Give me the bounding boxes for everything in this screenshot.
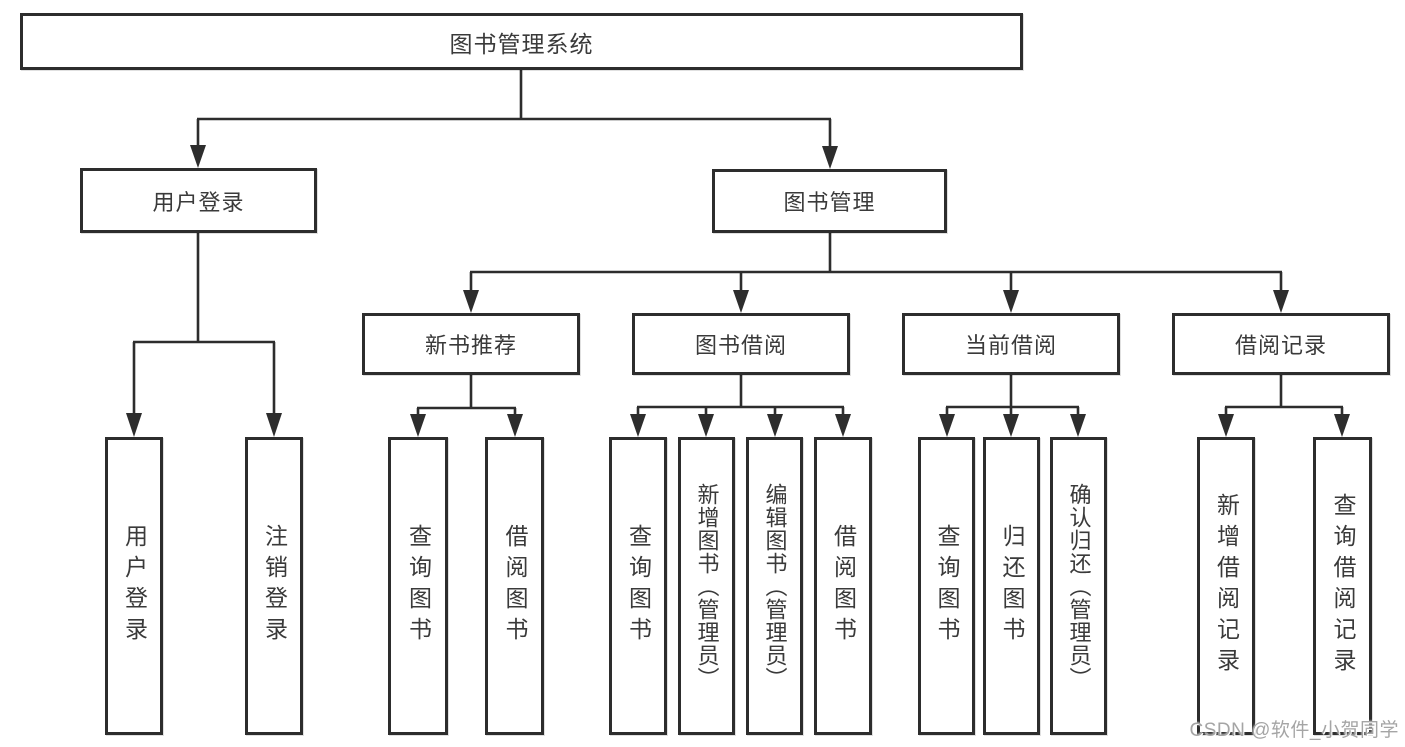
arrowheads-user-login-leaves bbox=[126, 413, 282, 437]
node-book-borrow-label: 图书借阅 bbox=[694, 333, 787, 358]
node-book-management-label: 图书管理 bbox=[783, 190, 876, 215]
connector-user-login-to-leaves bbox=[132, 233, 276, 418]
connector-root-to-level2 bbox=[196, 70, 832, 151]
leaf-query-borrow-record: 查询借阅记录 bbox=[1313, 437, 1372, 735]
leaf-query-books-current: 查询图书 bbox=[918, 437, 975, 735]
csdn-watermark: CSDN @软件_小贺同学 bbox=[1189, 720, 1399, 741]
node-new-book-recommend-label: 新书推荐 bbox=[424, 333, 517, 358]
leaf-return-books: 归还图书 bbox=[983, 437, 1040, 735]
leaf-add-borrow-record-label: 新增借阅记录 bbox=[1213, 493, 1240, 679]
arrowheads-borrow-records-leaves bbox=[1218, 414, 1350, 437]
leaf-logout: 注销登录 bbox=[245, 437, 303, 735]
node-new-book-recommend: 新书推荐 bbox=[362, 313, 580, 375]
node-current-borrow-label: 当前借阅 bbox=[964, 333, 1057, 358]
leaf-add-borrow-record: 新增借阅记录 bbox=[1197, 437, 1255, 735]
leaf-borrow-books: 借阅图书 bbox=[814, 437, 872, 735]
leaf-query-borrow-record-label: 查询借阅记录 bbox=[1330, 493, 1356, 679]
node-borrow-records-label: 借阅记录 bbox=[1234, 333, 1327, 358]
node-book-management: 图书管理 bbox=[712, 169, 947, 233]
arrowheads-current-borrow-leaves bbox=[939, 414, 1086, 437]
leaf-confirm-return-admin-label: 确认归还（管理员） bbox=[1066, 482, 1092, 690]
arrowheads-level2 bbox=[190, 145, 838, 169]
connector-new-book-to-leaves bbox=[416, 375, 517, 420]
leaf-edit-books-admin: 编辑图书（管理员） bbox=[746, 437, 803, 735]
node-book-borrow: 图书借阅 bbox=[632, 313, 850, 375]
connector-current-borrow-to-leaves bbox=[945, 375, 1080, 420]
node-borrow-records: 借阅记录 bbox=[1172, 313, 1390, 375]
arrowheads-new-book-leaves bbox=[410, 414, 523, 437]
leaf-return-books-label: 归还图书 bbox=[999, 524, 1025, 648]
leaf-add-books-admin: 新增图书（管理员） bbox=[678, 437, 735, 735]
leaf-logout-label: 注销登录 bbox=[261, 524, 288, 648]
node-root-system: 图书管理系统 bbox=[20, 13, 1023, 70]
connector-borrow-records-to-leaves bbox=[1224, 375, 1344, 420]
leaf-query-books-borrow: 查询图书 bbox=[609, 437, 667, 735]
arrowheads-level3 bbox=[463, 290, 1289, 313]
leaf-add-books-admin-label: 新增图书（管理员） bbox=[694, 482, 720, 690]
node-current-borrow: 当前借阅 bbox=[902, 313, 1120, 375]
node-user-login-label: 用户登录 bbox=[152, 189, 245, 215]
leaf-query-books-current-label: 查询图书 bbox=[934, 524, 960, 648]
leaf-edit-books-admin-label: 编辑图书（管理员） bbox=[762, 482, 788, 690]
leaf-query-books-recommend-label: 查询图书 bbox=[405, 524, 432, 648]
leaf-user-login-label: 用户登录 bbox=[121, 524, 148, 648]
node-root-label: 图书管理系统 bbox=[449, 30, 594, 57]
arrowheads-book-borrow-leaves bbox=[630, 414, 851, 437]
leaf-borrow-books-recommend-label: 借阅图书 bbox=[502, 524, 528, 648]
leaf-borrow-books-recommend: 借阅图书 bbox=[485, 437, 544, 735]
leaf-borrow-books-label: 借阅图书 bbox=[830, 524, 857, 648]
connector-book-borrow-to-leaves bbox=[636, 375, 845, 420]
leaf-confirm-return-admin: 确认归还（管理员） bbox=[1050, 437, 1107, 735]
connector-book-management-to-level3 bbox=[469, 233, 1283, 294]
leaf-user-login: 用户登录 bbox=[105, 437, 163, 735]
leaf-query-books-recommend: 查询图书 bbox=[388, 437, 448, 735]
node-user-login: 用户登录 bbox=[80, 168, 317, 233]
leaf-query-books-borrow-label: 查询图书 bbox=[625, 524, 652, 648]
